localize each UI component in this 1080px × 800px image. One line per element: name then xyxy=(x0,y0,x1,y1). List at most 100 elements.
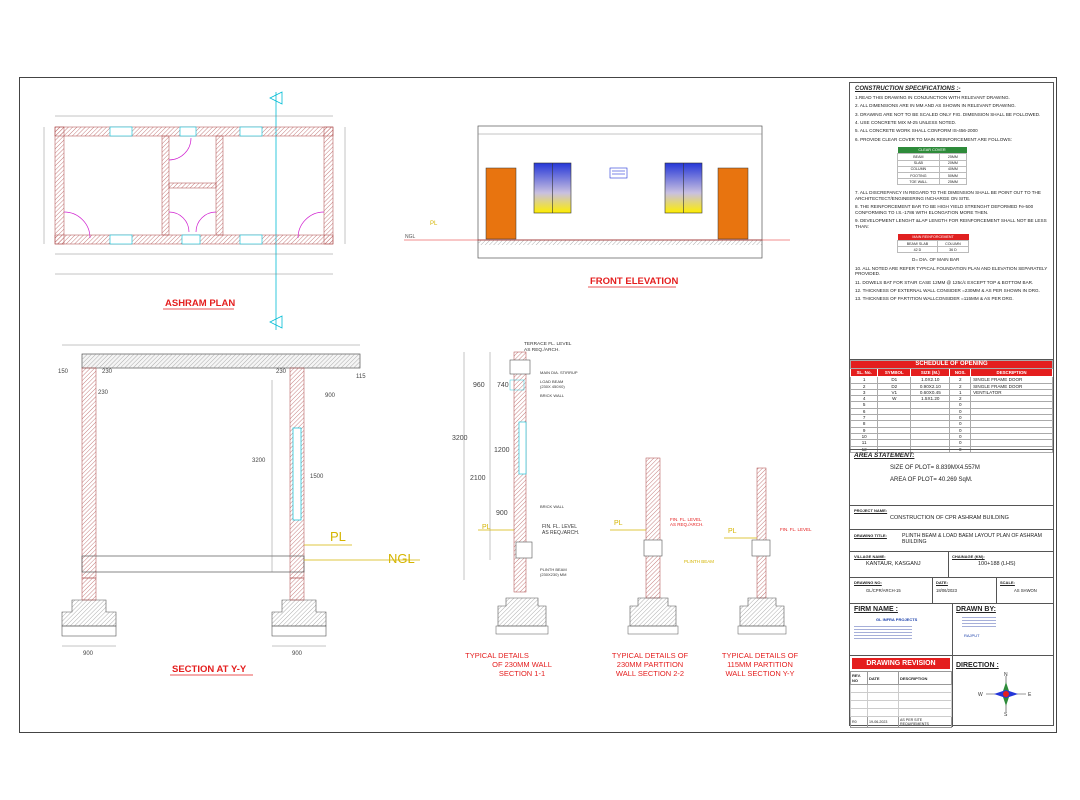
detail-label: FIN. FL. LEVEL xyxy=(542,524,577,530)
detail-title: WALL SECTION Y-Y xyxy=(725,669,794,678)
dim-label: 230 xyxy=(276,369,287,375)
dim-label: 150 xyxy=(58,369,69,375)
schedule-cell: SINGLE FRAME DOOR xyxy=(970,382,1053,390)
schedule-cell: 2 xyxy=(849,382,879,390)
schedule-cell xyxy=(970,401,1053,409)
schedule-cell: 3 xyxy=(849,388,879,397)
schedule-header: DESCRIPTION xyxy=(970,368,1053,378)
schedule-of-opening: SCHEDULE OF OPENING SL. No. SYMBOL SIZE … xyxy=(849,359,1053,453)
detail-title: TYPICAL DETAILS OF xyxy=(722,651,799,660)
spec-item: 8. THE REINFORCEMENT BAR TO BE HIGH YIEL… xyxy=(855,204,1034,216)
rev-cell: AS PER SITE REQUIREMENTS xyxy=(898,716,952,728)
plan-partition xyxy=(161,135,170,236)
compass-e: E xyxy=(1028,692,1032,698)
schedule-cell: 11 xyxy=(849,439,879,447)
section-footing xyxy=(61,599,117,627)
detail-wall xyxy=(645,457,661,599)
pl-label: PL xyxy=(728,528,737,535)
section-marker-icon xyxy=(269,315,283,329)
schedule-cell xyxy=(910,420,951,428)
elevation-title: FRONT ELEVATION xyxy=(590,276,678,287)
schedule-cell: VENTILATOR xyxy=(970,388,1053,397)
rev-header: REV. NO xyxy=(850,671,868,685)
date-value: 18/06/2023 xyxy=(936,588,957,593)
spec-item: 11. DOWELS BAT FOR STAIR CASE 12MM @ 125… xyxy=(855,279,1034,285)
spec-item: 2. ALL DIMENSIONS ARE IN MM AND AS SHOWN… xyxy=(855,103,1016,109)
detail-title: 230MM PARTITION xyxy=(617,660,683,669)
elevation-ventilator xyxy=(609,167,628,179)
schedule-cell xyxy=(970,395,1053,403)
schedule-cell: 9 xyxy=(849,426,879,434)
lap-cell: 42 D xyxy=(897,246,938,254)
schedule-header: NOS. xyxy=(949,368,972,378)
schedule-header: SL. No. xyxy=(849,368,879,378)
section-plinth-beam xyxy=(81,555,305,573)
schedule-cell: 6 xyxy=(849,407,879,416)
spec-item: 12. THICKNESS OF EXTERNAL WALL CONSIDER … xyxy=(855,288,1040,293)
revision-direction-box: DRAWING REVISION REV. NO DATE DESCRIPTIO… xyxy=(850,655,1053,728)
compass-n: N xyxy=(1004,672,1008,678)
cc-cell: 25MM xyxy=(938,178,968,186)
detail-label: PLINTH BEAM xyxy=(684,559,714,564)
spec-item: 3. DRAWING ARE NOT TO BE SCALED ONLY FIG… xyxy=(855,111,1041,117)
plan-window xyxy=(239,234,263,245)
detail-footing xyxy=(629,597,677,627)
detail-label: FIN. FL. LEVEL xyxy=(780,527,812,532)
lap-title: MAIN REINFORCEMENT xyxy=(897,233,969,241)
spec-item: 7. ALL DISCREPANCY IN REGARD TO THE DIME… xyxy=(855,190,1041,202)
dim-label: 3200 xyxy=(452,435,468,442)
plan-window xyxy=(109,234,133,245)
schedule-cell xyxy=(970,407,1053,416)
dim-label: 2100 xyxy=(470,475,486,482)
clear-cover-title: CLEAR COVER xyxy=(897,147,967,154)
detail-label: BRICK WALL xyxy=(540,393,565,398)
detail-title: TYPICAL DETAILS xyxy=(465,651,529,660)
detail-wall xyxy=(756,467,767,599)
ashram-plan: ASHRAM PLAN xyxy=(43,91,346,330)
spec-item: 10. ALL NOTED ARE REFER TYPICAL FOUNDATI… xyxy=(855,265,1048,277)
revision-title: DRAWING REVISION xyxy=(852,658,950,669)
dim-label: 900 xyxy=(83,651,94,657)
plot-size: SIZE OF PLOT= 8.839MX4.557M xyxy=(890,465,980,471)
detail-label: (230X 450X0) xyxy=(540,384,565,389)
village-label: VILLAGE NAME: xyxy=(854,554,886,559)
spec-item: 9. DEVELOPMENT LENGHT &LAP LENGTH FOR RE… xyxy=(855,218,1047,230)
detail-label: FIN. FL. LEVEL xyxy=(670,517,702,522)
dim-label: 3200 xyxy=(252,458,266,464)
drawing-title: PLINTH BEAM & LOAD BAEM LAYOUT PLAN OF A… xyxy=(902,533,1042,546)
firm-drawn-box: FIRM NAME : GL INFRA PROJECTS DRAWN BY: … xyxy=(850,603,1053,656)
spec-item: 4. USE CONCRETE MIX M-25 UNLESS NOTED. xyxy=(855,119,957,125)
schedule-cell: 1.0X2.10 xyxy=(910,376,951,384)
plan-door-swing xyxy=(168,137,192,161)
section-yy: 150 230 230 230 115 900 3200 1500 900 90… xyxy=(58,344,420,676)
compass-icon: N S E W xyxy=(978,672,1032,716)
schedule-cell: 0.90X2.10 xyxy=(910,382,951,390)
elevation-door xyxy=(717,167,749,240)
plan-door-swing xyxy=(63,211,91,239)
schedule-header: SYMBOL xyxy=(877,368,912,378)
detail-footing xyxy=(497,597,547,627)
detail-plinth-beam xyxy=(515,541,533,559)
pl-label: PL xyxy=(430,221,438,227)
detail-230mm-wall: TERRACE FL. LEVEL AS REQ./ARCH. MAIN DIA… xyxy=(452,341,579,678)
scale-value: AS SHWON xyxy=(1014,588,1037,593)
detail-title: 115MM PARTITION xyxy=(727,660,793,669)
section-title: SECTION AT Y-Y xyxy=(172,664,247,675)
spec-item: 13. THICKNESS OF PARTITION WALLCONSIDER … xyxy=(855,296,1014,302)
spec-item: 5. ALL CONCRETE WORK SHALL CONFORM IS-45… xyxy=(855,128,978,134)
drawn-name: RAJPUT xyxy=(964,633,980,638)
plan-ventilator xyxy=(179,126,197,137)
schedule-cell xyxy=(910,439,951,447)
rev-header: DATE xyxy=(867,671,899,685)
schedule-cell: 10 xyxy=(849,432,879,441)
dim-label: 900 xyxy=(292,651,303,657)
schedule-cell: 7 xyxy=(849,414,879,422)
plan-door-swing xyxy=(168,211,190,233)
village-chainage-box: VILLAGE NAME: KANTAUR, KASGANJ CHAINAGE … xyxy=(850,551,1053,578)
detail-title: SECTION 1-1 xyxy=(499,669,545,678)
